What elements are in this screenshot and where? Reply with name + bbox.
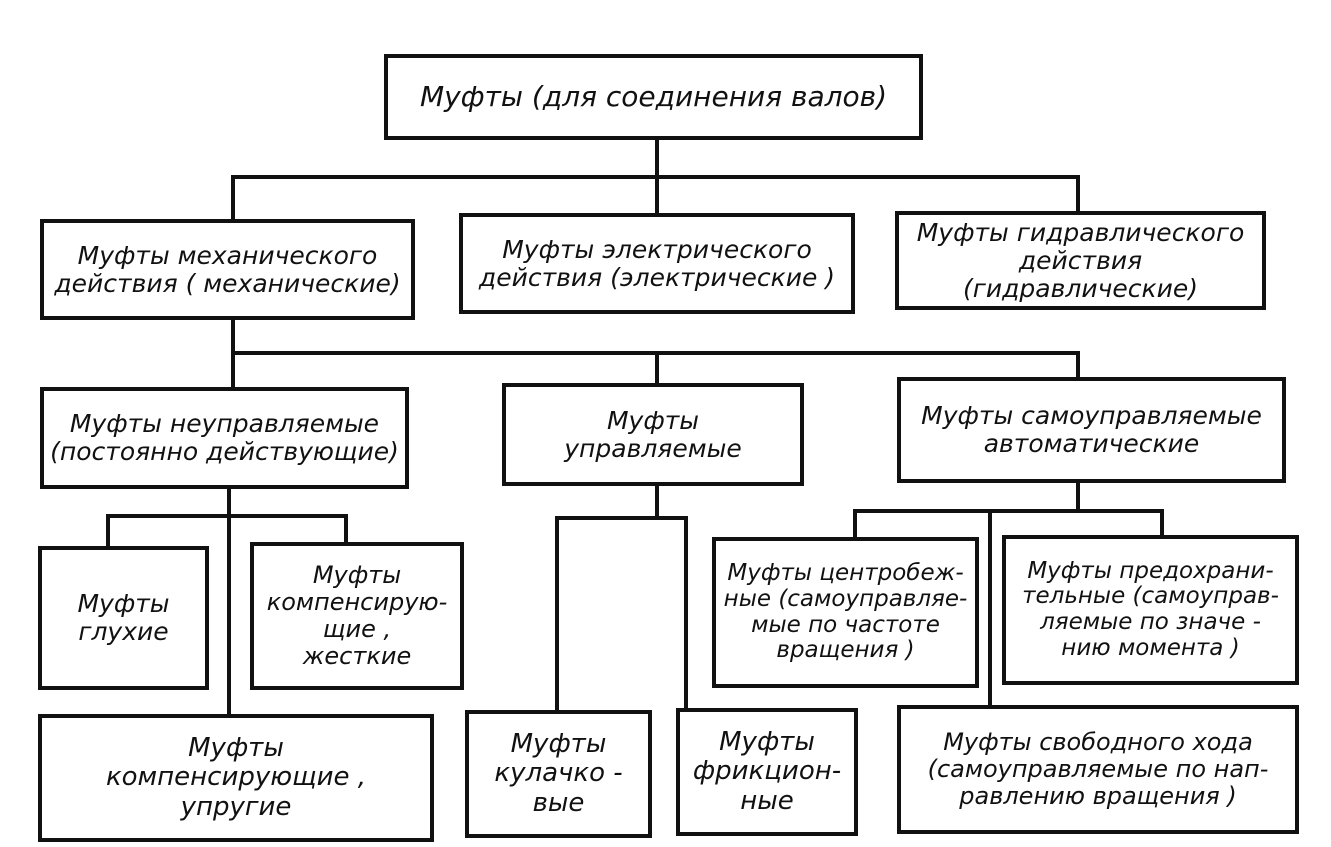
hydraulic-couplings-box: Муфты гидравлического действия (гидравли… [895, 211, 1266, 310]
connector-line [1076, 480, 1080, 512]
connector-line [988, 509, 992, 709]
friction-couplings-label: Муфты фрикцион- ные [692, 727, 842, 816]
connector-line [106, 514, 110, 550]
connector-line [853, 509, 857, 541]
connector-line [231, 351, 235, 391]
compensating-elastic-couplings-label: Муфты компенсирующие , упругие [105, 733, 367, 822]
freewheel-couplings-box: Муфты свободного хода (самоуправляемые п… [897, 705, 1299, 834]
connector-line [231, 318, 235, 354]
self-controlled-couplings-label: Муфты самоуправляемые автоматические [921, 401, 1262, 458]
safety-couplings-label: Муфты предохрани- тельные (самоупрaв- ля… [1022, 557, 1279, 661]
uncontrolled-couplings-label: Муфты неуправляемые (постоянно действующ… [50, 409, 399, 466]
connector-line [344, 514, 348, 546]
connector-line [684, 516, 688, 712]
mechanical-couplings-label: Муфты механического действия ( механичес… [54, 240, 401, 298]
connector-line [106, 514, 348, 518]
connector-line [853, 509, 1164, 513]
connector-line [1076, 175, 1080, 215]
connector-line [655, 175, 659, 217]
compensating-elastic-couplings-box: Муфты компенсирующие , упругие [38, 714, 434, 842]
connector-line [231, 175, 235, 223]
connector-line [227, 486, 231, 718]
controlled-couplings-label: Муфты управляемые [564, 405, 742, 463]
rigid-couplings-box: Муфты глухие [38, 546, 209, 690]
cam-couplings-label: Муфты кулачко - вые [494, 729, 623, 818]
friction-couplings-box: Муфты фрикцион- ные [676, 708, 858, 836]
safety-couplings-box: Муфты предохрани- тельные (самоупрaв- ля… [1002, 535, 1299, 685]
connector-line [1160, 509, 1164, 539]
freewheel-couplings-label: Муфты свободного хода (самоуправляемые п… [927, 728, 1269, 810]
connector-line [555, 516, 688, 520]
uncontrolled-couplings-box: Муфты неуправляемые (постоянно действующ… [40, 387, 409, 489]
hydraulic-couplings-label: Муфты гидравлического действия (гидравли… [916, 217, 1245, 303]
connector-line [655, 351, 659, 387]
connector-line [655, 137, 659, 177]
electrical-couplings-box: Муфты электрического действия (электриче… [459, 213, 855, 314]
controlled-couplings-box: Муфты управляемые [502, 383, 804, 486]
electrical-couplings-label: Муфты электрического действия (электриче… [478, 234, 836, 292]
centrifugal-couplings-label: Муфты центробеж- ные (самоуправляе- мые … [723, 560, 968, 664]
root-label: Муфты (для соединения валов) [419, 80, 888, 114]
connector-line [655, 484, 659, 520]
rigid-couplings-label: Муфты глухие [77, 589, 170, 646]
cam-couplings-box: Муфты кулачко - вые [465, 710, 652, 838]
compensating-rigid-couplings-label: Муфты компенсирую- щие , жесткие [266, 561, 448, 670]
mechanical-couplings-box: Муфты механического действия ( механичес… [40, 219, 415, 320]
connector-line [555, 516, 559, 714]
root-box: Муфты (для соединения валов) [384, 54, 923, 140]
self-controlled-couplings-box: Муфты самоуправляемые автоматические [897, 377, 1286, 483]
compensating-rigid-couplings-box: Муфты компенсирую- щие , жесткие [250, 542, 464, 690]
connector-line [1076, 351, 1080, 381]
centrifugal-couplings-box: Муфты центробеж- ные (самоуправляе- мые … [712, 537, 979, 688]
